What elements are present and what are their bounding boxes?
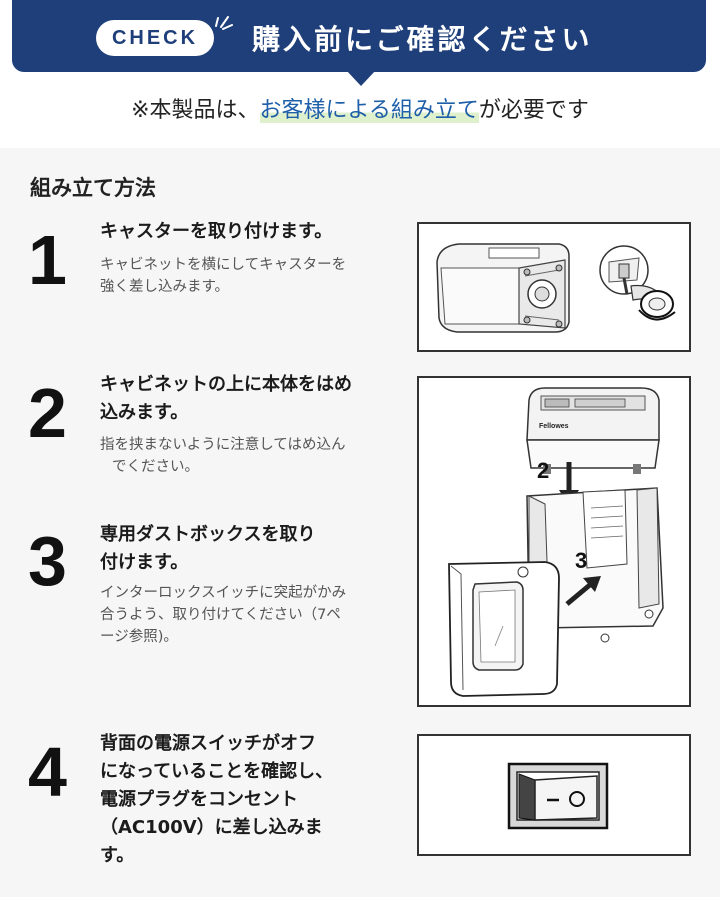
step-title: 背面の電源スイッチがオフ になっていることを確認し、 電源プラグをコンセント （… bbox=[100, 730, 333, 870]
notice-suffix: が必要です bbox=[478, 98, 589, 123]
step-title-line: す。 bbox=[100, 845, 135, 866]
step-description: インターロックスイッチに突起がかみ 合うよう、取り付けてください（7ペ ージ参照… bbox=[100, 582, 346, 648]
step-title-line: （AC100V）に差し込みま bbox=[100, 817, 323, 838]
check-banner: CHECK 購入前にご確認ください bbox=[12, 0, 706, 72]
step-description-line: インターロックスイッチに突起がかみ bbox=[100, 585, 347, 601]
step-description-line: でください。 bbox=[112, 459, 199, 475]
step-title-line: 電源プラグをコンセント bbox=[100, 789, 298, 810]
step-title: キャビネットの上に本体をはめ 込みます。 bbox=[100, 371, 352, 427]
callout-3: 3 bbox=[575, 548, 587, 573]
step-description-line: ージ参照)。 bbox=[100, 629, 178, 645]
banner-title: 購入前にご確認ください bbox=[252, 23, 593, 56]
section-title: 組み立て方法 bbox=[30, 176, 156, 200]
step-title-line: 専用ダストボックスを取り bbox=[100, 524, 316, 545]
step-title-line: になっていることを確認し、 bbox=[100, 761, 334, 782]
assembly-illustration: Fellowes 2 3 bbox=[417, 376, 691, 707]
step-description-line: 強く差し込みます。 bbox=[100, 279, 230, 295]
step-description: 指を挟まないように注意してはめ込ん でください。 bbox=[100, 434, 345, 478]
step-title-line: 背面の電源スイッチがオフ bbox=[100, 733, 316, 754]
caster-illustration bbox=[417, 222, 691, 352]
assembly-drawing: Fellowes 2 3 bbox=[448, 387, 664, 697]
step-description-line: キャビネットを横にしてキャスターを bbox=[100, 257, 347, 273]
banner-pointer bbox=[346, 70, 376, 86]
step-title: 専用ダストボックスを取り 付けます。 bbox=[100, 521, 315, 577]
step-number: 2 bbox=[28, 374, 67, 452]
callout-2: 2 bbox=[537, 458, 549, 483]
header-area: CHECK 購入前にご確認ください ※本製品は、お客様による組み立てが必要です bbox=[0, 0, 720, 148]
power-switch-drawing bbox=[507, 762, 609, 830]
brand-label: Fellowes bbox=[539, 423, 569, 430]
step-title: キャスターを取り付けます。 bbox=[100, 221, 333, 242]
step-title-line: 込みます。 bbox=[100, 402, 189, 423]
check-badge: CHECK bbox=[96, 20, 214, 56]
step-number: 3 bbox=[28, 522, 67, 600]
step-number: 1 bbox=[28, 221, 67, 299]
step-title-line: キャビネットの上に本体をはめ bbox=[100, 374, 352, 395]
sparkle-icon bbox=[215, 16, 233, 30]
step-title-line: 付けます。 bbox=[100, 552, 189, 573]
notice-highlight: お客様による組み立て bbox=[259, 98, 479, 123]
assembly-notice: ※本製品は、お客様による組み立てが必要です bbox=[0, 92, 720, 124]
caster-drawing bbox=[436, 243, 676, 333]
notice-prefix: ※本製品は、 bbox=[131, 98, 260, 123]
step-description: キャビネットを横にしてキャスターを 強く差し込みます。 bbox=[100, 254, 346, 298]
step-description-line: 合うよう、取り付けてください（7ペ bbox=[100, 607, 341, 623]
power-switch-illustration bbox=[417, 734, 691, 856]
step-number: 4 bbox=[28, 733, 67, 811]
step-description-line: 指を挟まないように注意してはめ込ん bbox=[100, 437, 346, 453]
